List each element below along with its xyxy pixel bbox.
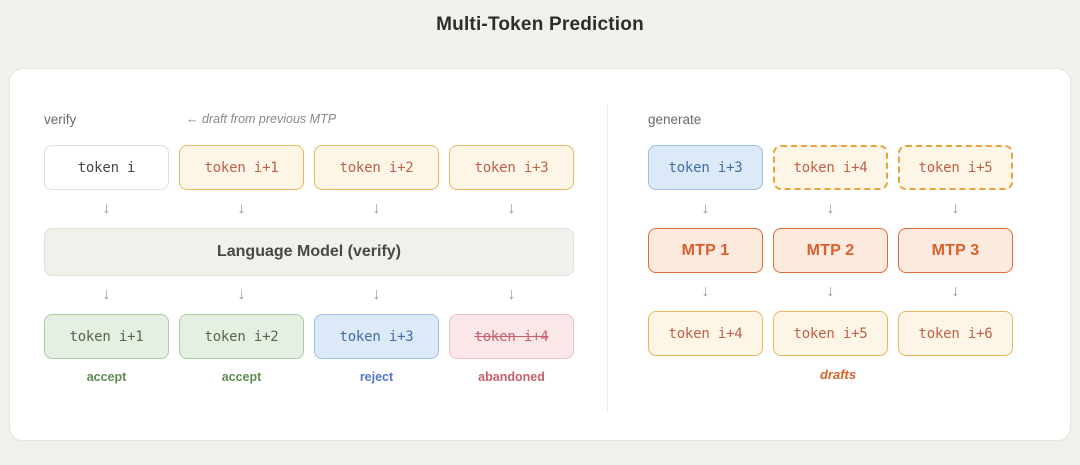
token-box[interactable]: token i+2 — [179, 314, 304, 359]
token-box[interactable]: token i+4 — [648, 311, 763, 356]
arrow-down-icon: ↓ — [102, 200, 111, 217]
token-box[interactable]: token i+3 — [314, 314, 439, 359]
token-cell: token i+4 abandoned — [449, 314, 574, 384]
generate-section-label: generate — [648, 112, 702, 127]
token-box[interactable]: token i+3 — [648, 145, 763, 190]
token-box[interactable]: token i+1 — [44, 314, 169, 359]
mtp-head-box[interactable]: MTP 1 — [648, 228, 763, 273]
arrow-down-icon: ↓ — [237, 286, 246, 303]
token-cell: token i+6 — [898, 311, 1013, 356]
arrow-down-icon: ↓ — [701, 283, 710, 300]
token-cell: token i+1 accept — [44, 314, 169, 384]
status-badge: abandoned — [478, 370, 545, 384]
token-cell: token i+2 — [314, 145, 439, 190]
token-cell: token i+3 — [648, 145, 763, 190]
mtp-row: MTP 1 MTP 2 MTP 3 — [648, 228, 1028, 273]
verify-section-label: verify — [44, 112, 77, 127]
token-box[interactable]: token i+1 — [179, 145, 304, 190]
token-cell: token i+5 — [773, 311, 888, 356]
verify-output-row: token i+1 accept token i+2 accept token … — [44, 314, 574, 384]
token-box[interactable]: token i+2 — [314, 145, 439, 190]
verify-input-row: token i token i+1 token i+2 token i+3 — [44, 145, 574, 190]
status-badge: reject — [359, 370, 394, 384]
arrow-down-icon: ↓ — [507, 200, 516, 217]
mtp-head-box[interactable]: MTP 2 — [773, 228, 888, 273]
token-cell: token i+2 accept — [179, 314, 304, 384]
token-box[interactable]: token i+3 — [449, 145, 574, 190]
arrow-down-icon: ↓ — [372, 200, 381, 217]
token-box[interactable]: token i+6 — [898, 311, 1013, 356]
mtp-cell: MTP 1 — [648, 228, 763, 273]
page-title: Multi-Token Prediction — [436, 14, 644, 35]
arrow-down-icon: ↓ — [507, 286, 516, 303]
arrow-down-icon: ↓ — [951, 200, 960, 217]
arrow-down-icon: ↓ — [951, 283, 960, 300]
mtp-head-box[interactable]: MTP 3 — [898, 228, 1013, 273]
status-badge: accept — [86, 370, 127, 384]
token-box-draft[interactable]: token i+5 — [898, 145, 1013, 190]
token-cell: token i+4 — [773, 145, 888, 190]
language-model-bar[interactable]: Language Model (verify) — [44, 228, 574, 276]
verify-arrows-bottom: ↓ ↓ ↓ ↓ — [44, 276, 574, 314]
generate-input-row: token i+3 token i+4 token i+5 — [648, 145, 1028, 190]
generate-arrows-top: ↓ ↓ ↓ — [648, 190, 1028, 228]
arrow-down-icon: ↓ — [102, 286, 111, 303]
draft-source-note: ← draft from previous MTP — [186, 112, 337, 126]
mtp-cell: MTP 3 — [898, 228, 1013, 273]
status-badge: accept — [221, 370, 262, 384]
arrow-down-icon: ↓ — [372, 286, 381, 303]
verify-panel: verify ← draft from previous MTP token i… — [44, 112, 574, 384]
generate-arrows-bottom: ↓ ↓ ↓ — [648, 273, 1028, 311]
token-box[interactable]: token i+5 — [773, 311, 888, 356]
token-cell: token i+3 — [449, 145, 574, 190]
verify-header: verify ← draft from previous MTP — [44, 112, 574, 130]
verify-arrows-top: ↓ ↓ ↓ ↓ — [44, 190, 574, 228]
token-box-draft[interactable]: token i+4 — [773, 145, 888, 190]
arrow-down-icon: ↓ — [826, 200, 835, 217]
generate-panel: generate token i+3 token i+4 token i+5 ↓… — [648, 112, 1028, 382]
arrow-down-icon: ↓ — [701, 200, 710, 217]
generate-output-row: token i+4 token i+5 token i+6 — [648, 311, 1028, 356]
generate-header: generate — [648, 112, 1028, 130]
token-cell: token i — [44, 145, 169, 190]
drafts-label: drafts — [819, 367, 857, 382]
token-cell: token i+4 — [648, 311, 763, 356]
arrow-down-icon: ↓ — [237, 200, 246, 217]
token-box[interactable]: token i — [44, 145, 169, 190]
panel-divider — [607, 104, 608, 412]
token-cell: token i+5 — [898, 145, 1013, 190]
token-cell: token i+3 reject — [314, 314, 439, 384]
token-cell: token i+1 — [179, 145, 304, 190]
arrow-down-icon: ↓ — [826, 283, 835, 300]
mtp-cell: MTP 2 — [773, 228, 888, 273]
token-box-struck[interactable]: token i+4 — [449, 314, 574, 359]
